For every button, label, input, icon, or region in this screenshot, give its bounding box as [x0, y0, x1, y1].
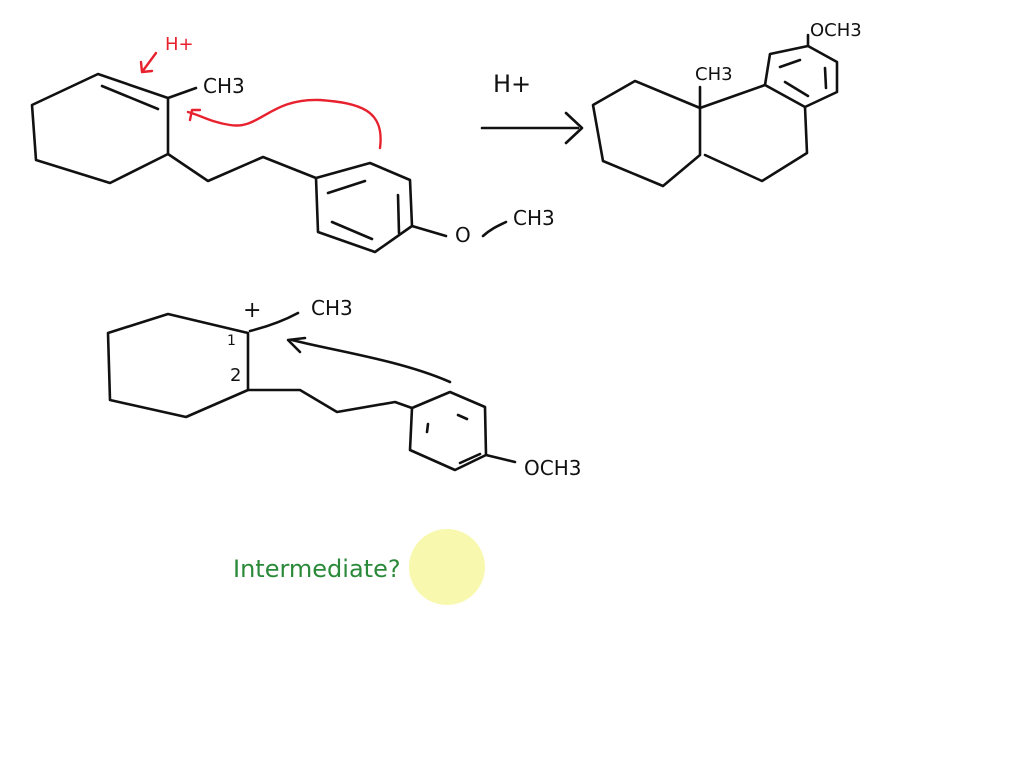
intermediate-ethyl-chain — [246, 388, 414, 414]
protonation-label: H+ — [165, 34, 194, 55]
intermediate-benzene-ring — [408, 390, 517, 472]
intermediate-methyl-label: CH3 — [311, 296, 353, 320]
carbocation-charge: + — [243, 298, 262, 323]
product-methyl-label: CH3 — [695, 64, 733, 85]
carbon-number-1: 1 — [227, 333, 236, 349]
product-methoxy-label: OCH3 — [810, 20, 862, 41]
cursor-highlight — [409, 529, 485, 605]
intermediate-question-annotation: Intermediate? — [233, 555, 401, 583]
reactant-ethyl-chain — [166, 152, 318, 183]
reactant-methyl-label: CH3 — [203, 74, 245, 98]
intermediate-methoxy-label: OCH3 — [524, 456, 582, 480]
product-tricyclic-structure — [591, 33, 839, 188]
red-curved-arrow — [186, 98, 382, 150]
protonation-arrow — [139, 51, 158, 74]
reagent-label: H+ — [493, 70, 532, 98]
reaction-arrow — [480, 111, 584, 145]
reactant-methoxy-oxygen: O — [455, 223, 471, 247]
intermediate-arrow-head — [286, 336, 307, 354]
intermediate-cyclohexyl-cation — [106, 311, 300, 419]
carbon-number-2: 2 — [230, 365, 242, 386]
reactant-benzene-ring — [314, 161, 508, 254]
intermediate-attack-arrow — [290, 338, 452, 384]
reactant-methoxy-methyl: CH3 — [513, 206, 555, 230]
red-arrow-head — [188, 108, 202, 122]
reactant-cyclohexene-ring — [30, 72, 198, 185]
